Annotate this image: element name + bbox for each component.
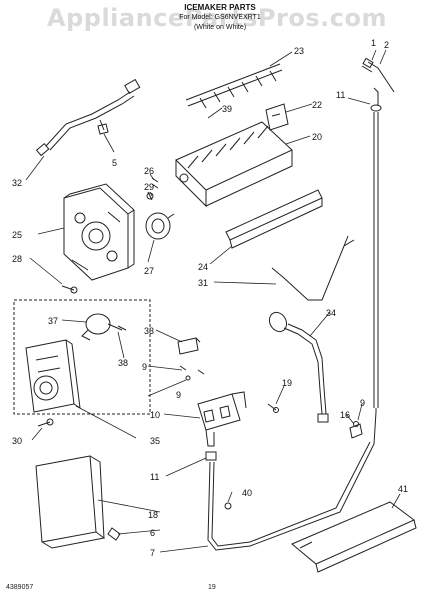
tube-clamp (349, 421, 363, 439)
inlet-screw (224, 502, 232, 510)
callout-9: 9 (176, 390, 181, 400)
callout-39: 39 (222, 104, 232, 114)
callout-9: 9 (360, 398, 365, 408)
water-tube (268, 311, 329, 423)
callout-5: 5 (112, 158, 117, 168)
callout-34: 34 (326, 308, 336, 318)
callout-10: 10 (150, 410, 160, 420)
callout-11: 11 (336, 90, 345, 100)
callout-41: 41 (398, 484, 408, 494)
callout-25: 25 (12, 230, 22, 240)
wire-harness (35, 78, 141, 157)
ejector-rake (185, 63, 283, 109)
callout-27: 27 (144, 266, 154, 276)
callout-38: 38 (118, 358, 128, 368)
page-number: 19 (208, 584, 216, 591)
callout-32: 32 (12, 178, 22, 188)
callout-labels: 1 2 11 23 39 22 20 5 32 26 29 25 27 28 2… (12, 38, 408, 558)
callout-29: 29 (144, 182, 154, 192)
callout-23: 23 (294, 46, 304, 56)
callout-31: 31 (198, 278, 208, 288)
callout-30: 30 (12, 436, 22, 446)
model-number: For Model: GS6NVEXRT1 (179, 14, 261, 21)
icemaker-mold (175, 121, 293, 208)
thermostat (81, 313, 123, 341)
callout-7: 7 (150, 548, 155, 558)
mounting-screw (61, 285, 78, 294)
callout-2: 2 (384, 40, 389, 50)
callout-1: 1 (371, 38, 376, 48)
callout-11: 11 (150, 472, 159, 482)
document-number: 4389057 (6, 584, 34, 591)
callout-28: 28 (12, 254, 22, 264)
callout-24: 24 (198, 262, 208, 272)
callout-22: 22 (312, 100, 322, 110)
ice-stripper (225, 189, 323, 249)
bearing (265, 103, 289, 131)
shutoff-arm (271, 235, 355, 301)
callout-37: 37 (48, 316, 58, 326)
fill-tube-assembly (361, 57, 395, 412)
callout-19: 19 (282, 378, 292, 388)
diagram-title: ICEMAKER PARTS (184, 3, 256, 12)
drive-motor (145, 212, 175, 240)
leader-lines (25, 49, 401, 553)
access-cover (291, 501, 417, 573)
inlet-tube (207, 411, 377, 551)
thermostat-clip (117, 325, 127, 331)
callout-9: 9 (142, 362, 147, 372)
callout-35: 35 (150, 436, 160, 446)
control-housing (63, 183, 135, 281)
valve-screw (267, 403, 279, 413)
callout-18: 18 (148, 510, 158, 520)
callout-26: 26 (144, 166, 154, 176)
wire-clip (97, 123, 109, 135)
cover-screw (107, 527, 121, 541)
module-screw (37, 418, 54, 427)
callout-20: 20 (312, 132, 322, 142)
bracket-screws (179, 365, 205, 381)
water-valve (197, 391, 247, 447)
callout-16: 16 (340, 410, 350, 420)
callout-6: 6 (150, 528, 155, 538)
module-box (13, 299, 151, 415)
compression-fitting (205, 451, 217, 461)
control-module (25, 339, 81, 413)
callout-33: 33 (144, 326, 154, 336)
color-note: (White on White) (193, 24, 247, 31)
valve-bracket (177, 337, 201, 355)
callout-40: 40 (242, 488, 252, 498)
icemaker-cover (35, 455, 105, 549)
